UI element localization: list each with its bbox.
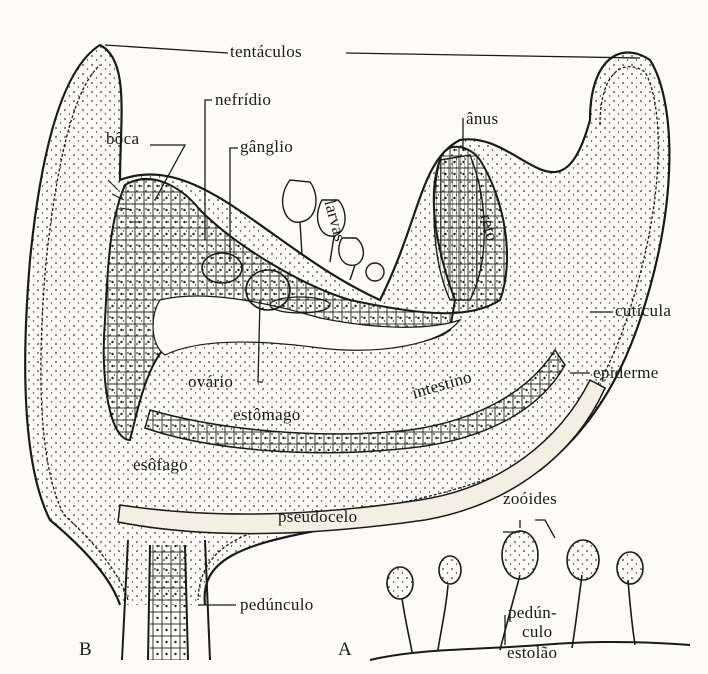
label-epiderme: epiderme <box>593 364 659 381</box>
rectum <box>434 155 484 300</box>
panel-label-a: A <box>338 640 352 659</box>
label-zooides: zoóides <box>503 490 557 507</box>
label-ganglio: gânglio <box>240 138 293 155</box>
label-estomago: estômago <box>233 406 301 423</box>
zooid-bodies <box>387 531 643 599</box>
label-esofago: esôfago <box>133 456 188 473</box>
panel-label-b: B <box>79 640 92 659</box>
label-pedunculo: pedúnculo <box>240 596 314 613</box>
label-pedun-bottom: culo <box>522 623 552 640</box>
label-pedun-top: pedún- <box>508 604 557 621</box>
label-estolao: estolão <box>507 644 557 661</box>
label-boca: bôca <box>106 130 139 147</box>
ganglion <box>202 253 242 283</box>
label-tentaculos: tentáculos <box>230 43 302 60</box>
label-cuticula: cutícula <box>615 302 671 319</box>
label-pseudocelo: pseudocelo <box>278 508 357 525</box>
peduncle-tissue <box>150 545 186 660</box>
label-ovario: ovário <box>188 373 233 390</box>
ovary <box>246 270 290 310</box>
label-nefridio: nefrídio <box>215 91 271 108</box>
label-anus: ânus <box>466 110 498 127</box>
